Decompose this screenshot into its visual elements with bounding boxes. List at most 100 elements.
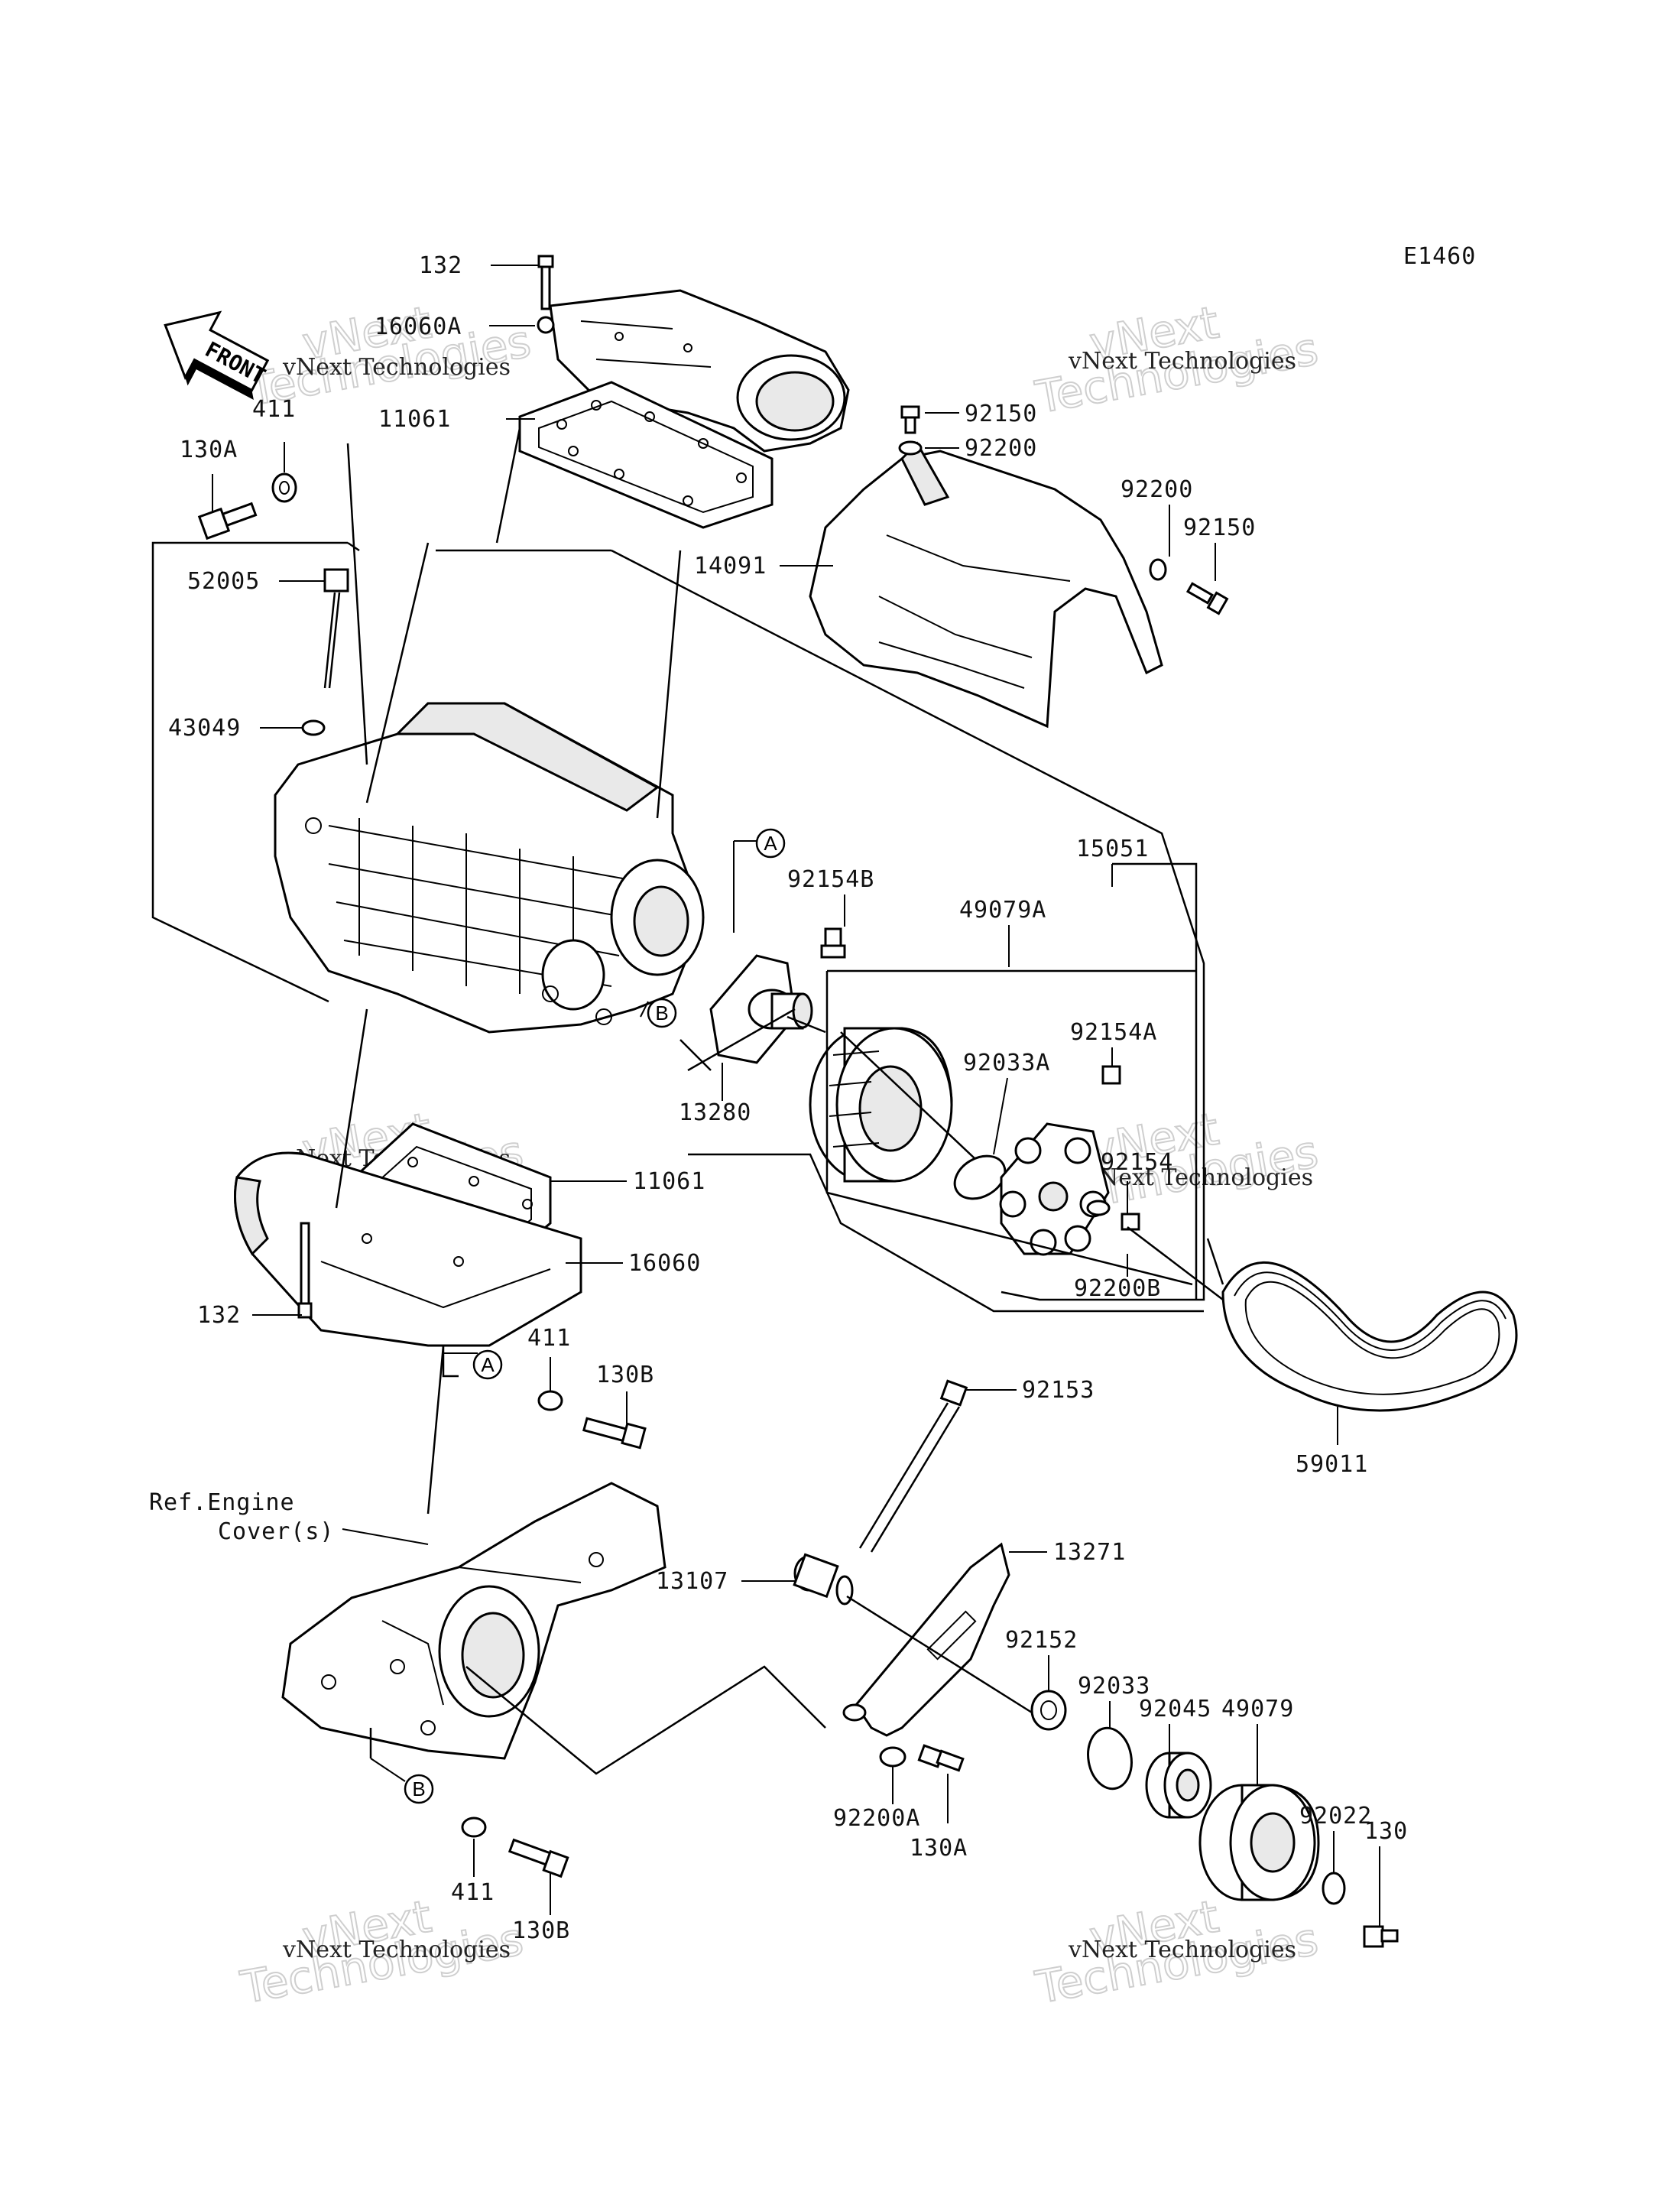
washer-92200-top-icon	[898, 440, 923, 456]
label-11061-top: 11061	[378, 406, 451, 433]
coupling-flange	[999, 1122, 1110, 1256]
label-132-bottom: 132	[197, 1302, 241, 1329]
label-130B-top: 130B	[596, 1362, 654, 1388]
washer-92200A-icon	[879, 1746, 906, 1768]
bolt-130-icon	[1363, 1925, 1399, 1948]
callout-a-top: A	[733, 828, 786, 933]
label-411-top: 411	[252, 396, 296, 423]
bolt-92154-icon	[1121, 1213, 1140, 1231]
label-92200A: 92200A	[833, 1805, 920, 1832]
circlip-92033-icon	[1087, 1726, 1133, 1791]
bolt-92154B-icon	[820, 927, 846, 959]
callout-a-bottom: A	[443, 1349, 503, 1380]
label-92200-a: 92200	[965, 435, 1037, 462]
bracket-13271	[842, 1542, 1010, 1737]
bolt-92150-top-icon	[900, 405, 920, 434]
label-92045: 92045	[1139, 1696, 1211, 1722]
label-92154: 92154	[1101, 1149, 1173, 1176]
bolt-92154A-icon	[1101, 1065, 1121, 1085]
label-92200-b: 92200	[1121, 476, 1193, 503]
svg-text:vNext Technologies: vNext Technologies	[1085, 1164, 1313, 1191]
label-92150-a: 92150	[965, 401, 1037, 427]
bolt-92153-icon	[858, 1379, 968, 1553]
label-43049: 43049	[168, 715, 241, 742]
assembly-lines	[151, 427, 1224, 1775]
svg-text:vNext Technologies: vNext Technologies	[1068, 348, 1296, 375]
label-59011: 59011	[1296, 1451, 1368, 1478]
label-49079: 49079	[1221, 1696, 1294, 1722]
bearing-92045-icon	[1145, 1752, 1212, 1819]
label-92153: 92153	[1022, 1377, 1095, 1404]
svg-text:vNext Technologies: vNext Technologies	[1068, 1937, 1296, 1963]
bolt-130B-bottom-icon	[508, 1838, 569, 1878]
callout-b-top: B	[640, 998, 677, 1028]
circlip-92033A-icon	[953, 1154, 1007, 1200]
label-130B-bottom: 130B	[512, 1917, 570, 1944]
label-92200B: 92200B	[1074, 1275, 1161, 1302]
label-92033: 92033	[1078, 1673, 1150, 1700]
svg-text:A: A	[764, 832, 777, 855]
label-13107: 13107	[656, 1568, 728, 1595]
collar-13107	[793, 1553, 854, 1605]
gasket-11061-top	[518, 381, 774, 529]
watermark-bottom-left: Technologies vNext vNext Technologies	[236, 1889, 528, 2015]
callout-b-bottom: B	[370, 1758, 434, 1804]
label-16060A: 16060A	[375, 313, 462, 340]
svg-text:vNext Technologies: vNext Technologies	[282, 354, 511, 381]
belt-cover-14091	[809, 441, 1163, 729]
bolt-130A-top-icon	[197, 502, 258, 541]
label-leaders	[212, 265, 1380, 1927]
oring-43049-icon	[301, 719, 326, 736]
bolt-132-bottom-icon	[297, 1222, 313, 1319]
svg-text:A: A	[481, 1353, 495, 1376]
washer-92200B-icon	[1086, 1200, 1111, 1216]
label-92022: 92022	[1299, 1803, 1372, 1830]
label-130A-bottom: 130A	[910, 1835, 968, 1862]
label-92152: 92152	[1005, 1627, 1078, 1654]
belt-59011	[1221, 1261, 1518, 1412]
label-130: 130	[1364, 1818, 1408, 1845]
bolt-130B-top-icon	[582, 1417, 647, 1450]
label-92154B: 92154B	[787, 866, 874, 893]
label-ref-engine-line1: Ref.Engine	[149, 1489, 295, 1516]
label-132-top: 132	[419, 252, 462, 279]
bolt-130A-bottom-icon	[917, 1744, 965, 1772]
spacer-92152-icon	[1030, 1690, 1067, 1731]
label-52005: 52005	[187, 568, 260, 595]
label-15051: 15051	[1076, 836, 1149, 862]
bolt-132-top-icon	[537, 255, 555, 334]
front-arrow-icon: FRONT	[164, 310, 270, 401]
label-411-bottom: 411	[451, 1879, 495, 1906]
idler-49079	[1198, 1784, 1320, 1901]
label-130A-top: 130A	[180, 437, 238, 463]
washer-411-mid-icon	[537, 1390, 563, 1411]
watermark-top-right: Technologies vNext vNext Technologies	[1031, 295, 1323, 424]
svg-text:vNext Technologies: vNext Technologies	[282, 1937, 511, 1963]
svg-text:B: B	[655, 1002, 668, 1024]
label-13271: 13271	[1053, 1539, 1126, 1566]
label-11061-bottom: 11061	[633, 1168, 705, 1195]
watermark-bottom-right: Technologies vNext vNext Technologies	[1031, 1889, 1323, 2015]
label-ref-engine-line2: Cover(s)	[218, 1518, 335, 1545]
label-92033A: 92033A	[963, 1050, 1050, 1076]
seal-13280	[709, 954, 813, 1064]
diagram-code: E1460	[1403, 243, 1476, 270]
pulley-49079A	[809, 1027, 953, 1183]
label-411-mid: 411	[527, 1325, 571, 1352]
supercharger-body	[274, 702, 705, 1034]
label-16060: 16060	[628, 1250, 701, 1277]
label-13280: 13280	[679, 1099, 751, 1126]
washer-92200-side-icon	[1149, 558, 1167, 581]
part-labels: 132 16060A 11061 411 130A 52005 43049 92…	[149, 252, 1408, 1944]
label-49079A: 49079A	[959, 897, 1046, 924]
washer-411-bottom-icon	[461, 1817, 487, 1838]
plug-52005-icon	[323, 568, 349, 689]
svg-text:B: B	[412, 1778, 425, 1800]
washer-411-top-icon	[271, 472, 297, 503]
intake-duct-bottom	[234, 1151, 582, 1347]
bolt-92150-side-icon	[1185, 582, 1229, 615]
washer-92022-icon	[1322, 1872, 1346, 1905]
label-92150-b: 92150	[1183, 515, 1256, 541]
intake-duct-top	[549, 289, 850, 453]
